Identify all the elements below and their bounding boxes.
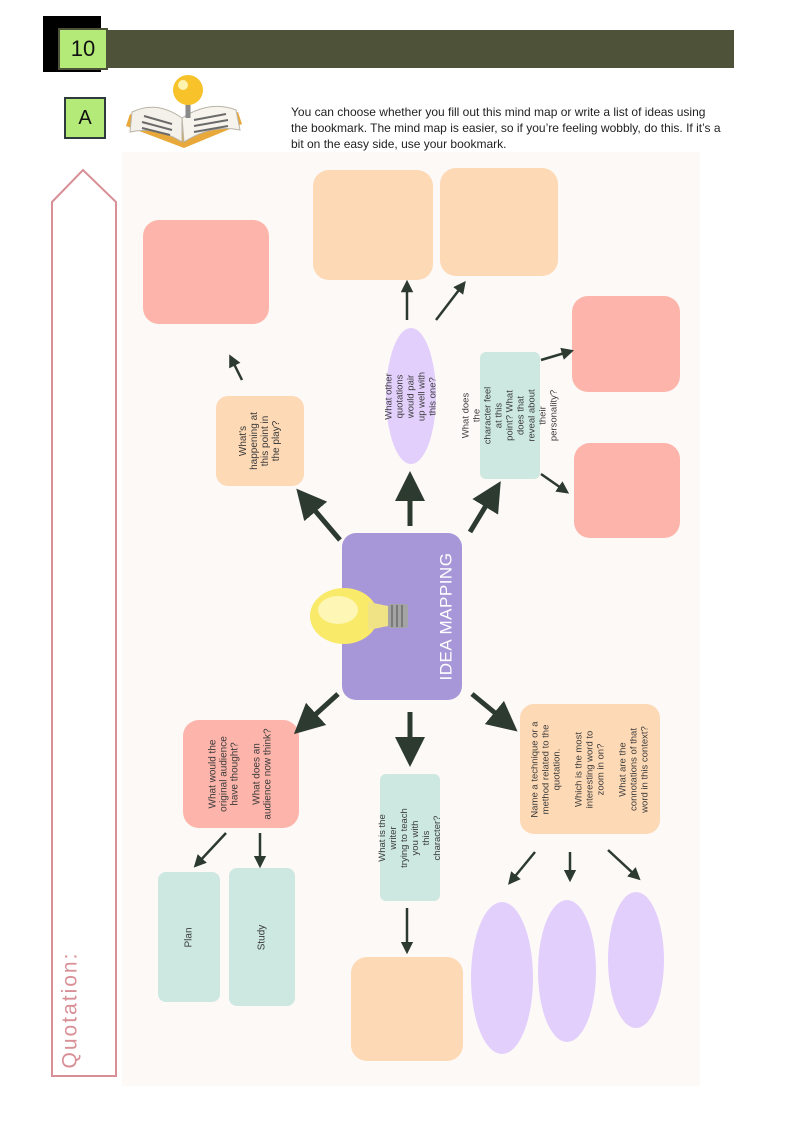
study-box[interactable]: Study	[229, 868, 295, 1006]
prompt-technique: Name a technique or a method related to …	[520, 704, 660, 834]
answer-box-pink-2[interactable]	[572, 296, 680, 392]
arrow-to-character	[467, 481, 501, 534]
answer-box-peach-1[interactable]	[313, 170, 433, 280]
prompt-happening: What's happening at this point in the pl…	[216, 396, 304, 486]
open-book-icon	[122, 72, 248, 162]
quotation-box[interactable]	[50, 168, 118, 1080]
page-number-badge: 10	[58, 28, 108, 70]
answer-oval-2[interactable]	[538, 900, 596, 1042]
answer-box-pink-3[interactable]	[574, 443, 680, 538]
arrow-to-technique	[470, 692, 518, 732]
plan-box[interactable]: Plan	[158, 872, 220, 1002]
answer-oval-3[interactable]	[608, 892, 664, 1028]
answer-box-pink-1[interactable]	[143, 220, 269, 324]
prompt-character: What does the character feel at this poi…	[461, 352, 560, 479]
prompt-quotations: What other quotations would pair up well…	[384, 328, 439, 464]
header-bar	[100, 30, 734, 68]
prompt-writer: What is the writer trying to teach you w…	[377, 774, 443, 901]
answer-box-peach-3[interactable]	[351, 957, 463, 1061]
answer-oval-1[interactable]	[471, 902, 533, 1054]
arrow-to-happening	[296, 488, 342, 542]
arrow-to-audience	[293, 692, 340, 735]
intro-text: You can choose whether you fill out this…	[291, 105, 721, 151]
prompt-audience: What would the original audience have th…	[183, 720, 299, 828]
lightbulb-icon	[304, 580, 414, 660]
section-letter-badge: A	[64, 97, 106, 139]
answer-box-peach-2[interactable]	[440, 168, 558, 276]
